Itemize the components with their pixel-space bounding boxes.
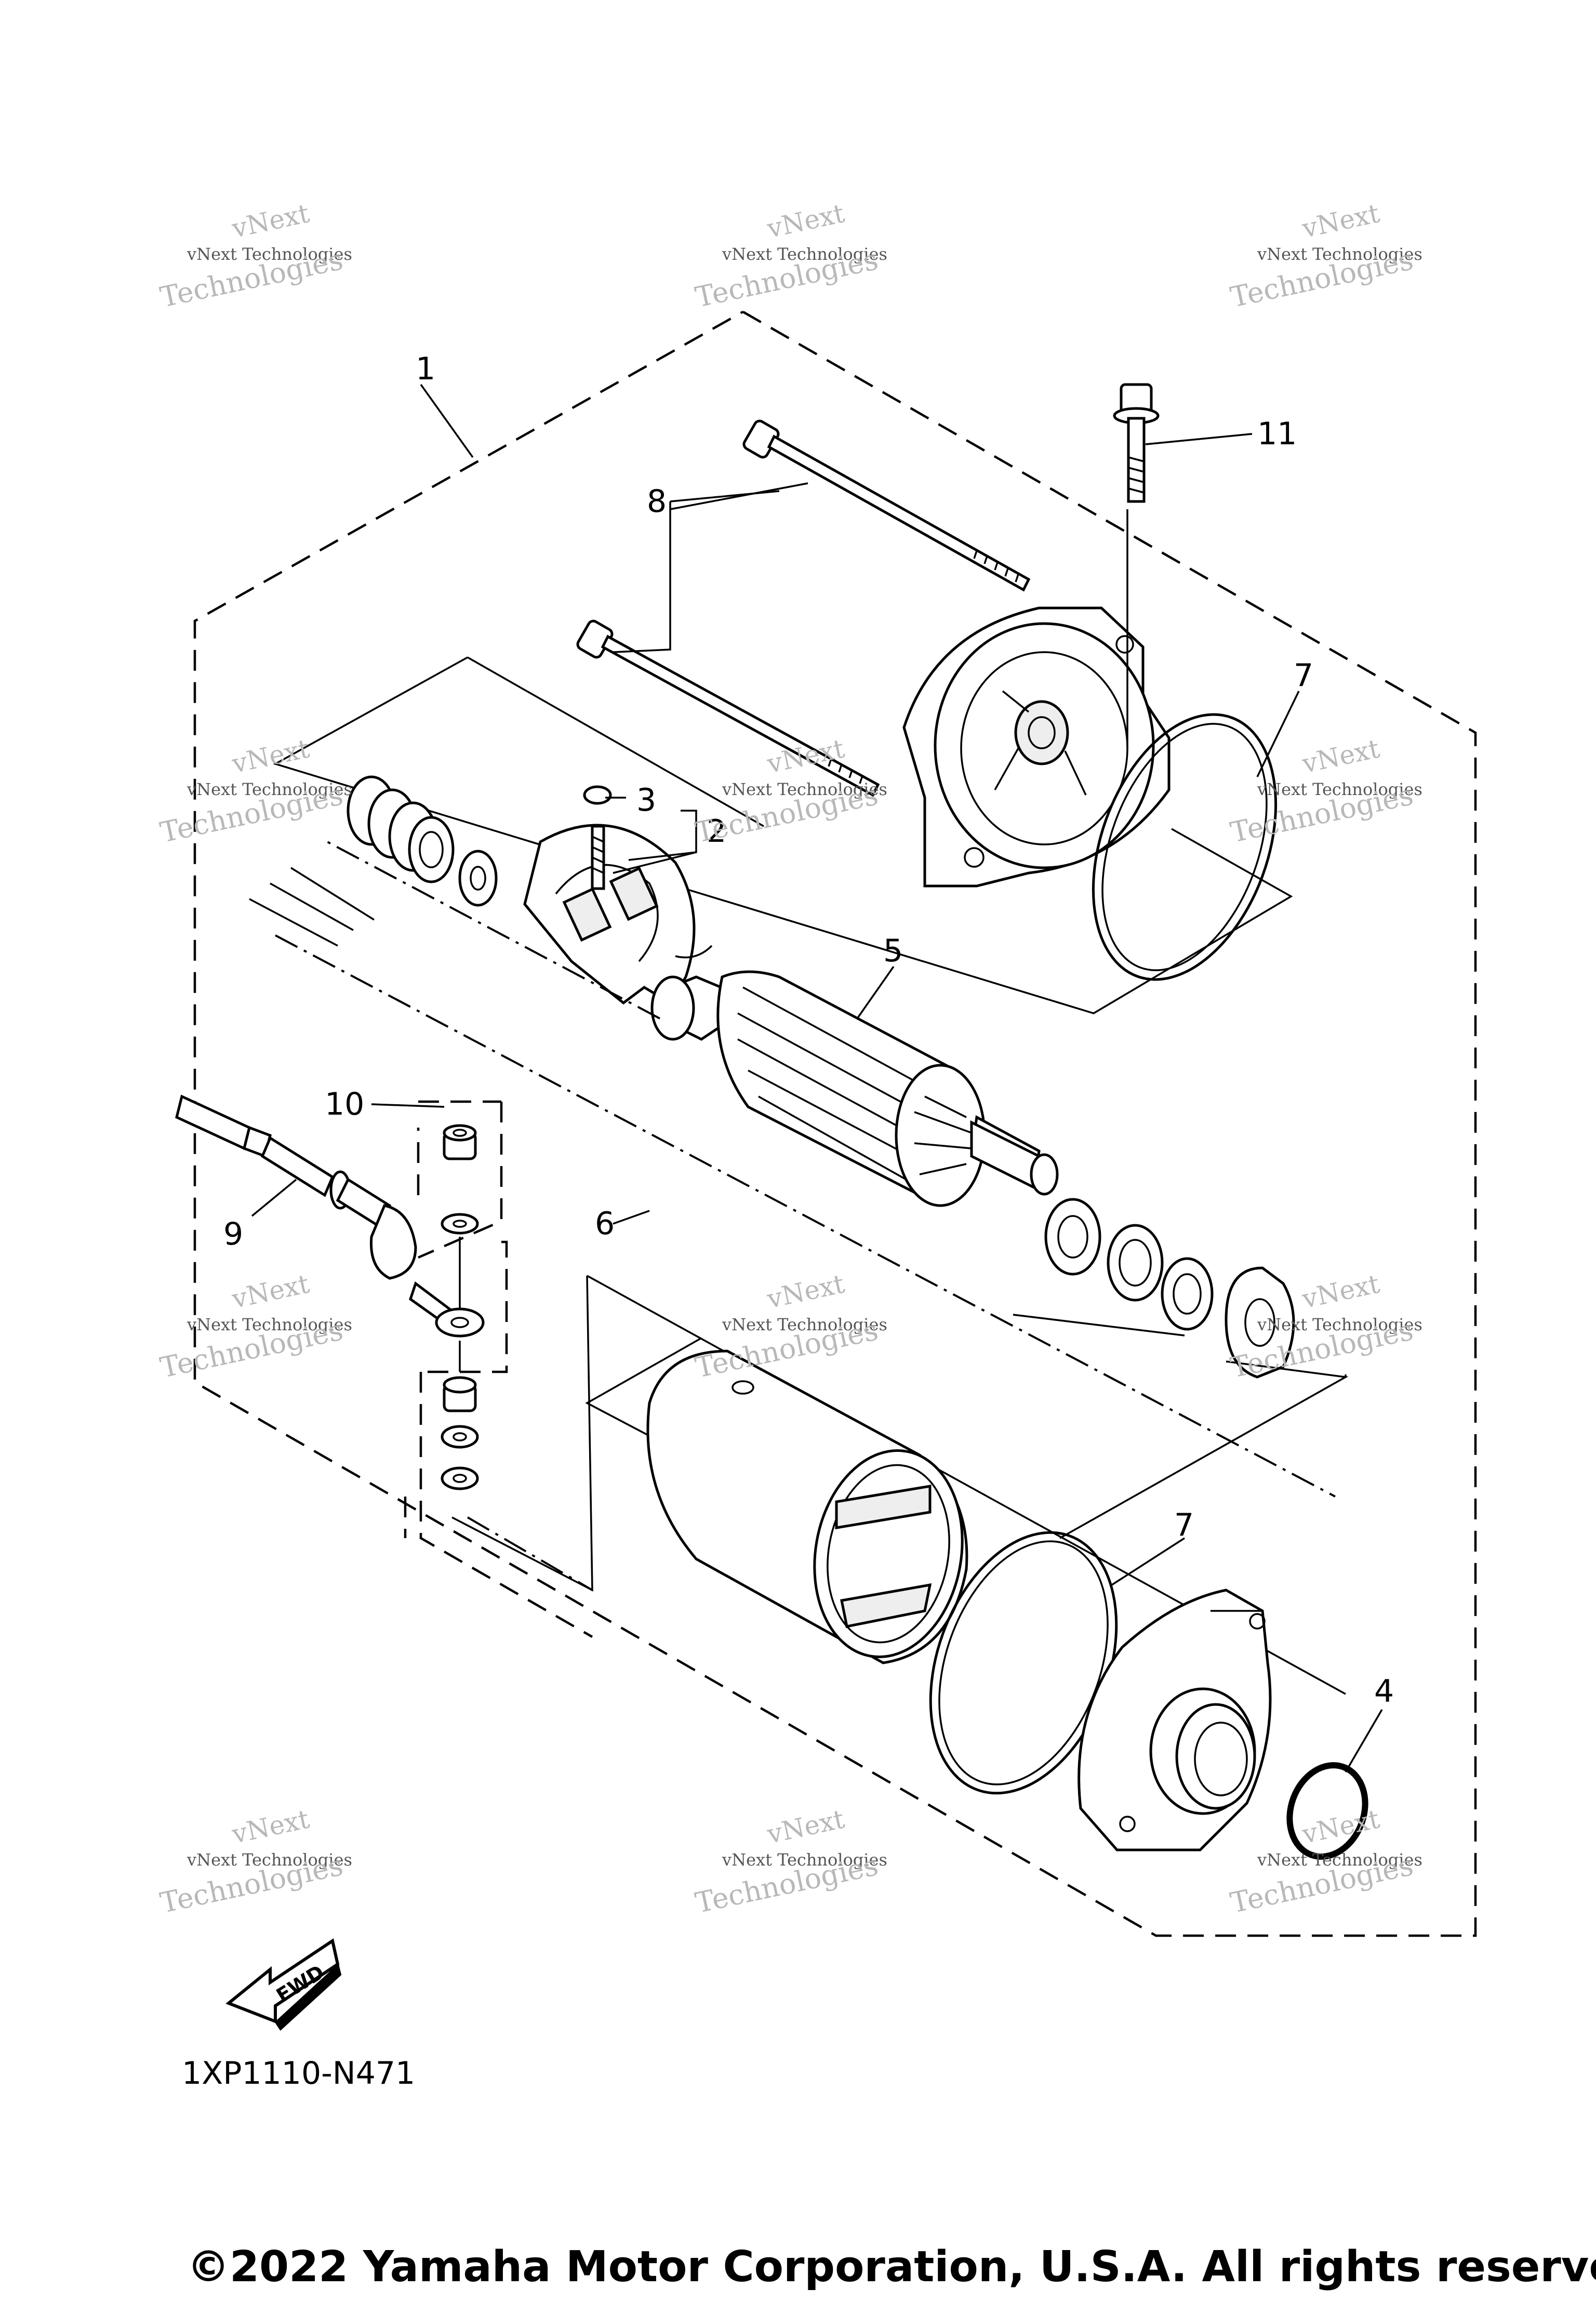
callout-6: 6 <box>595 1206 615 1242</box>
brush-spring-part <box>347 775 455 883</box>
fwd-arrow-icon: FWD <box>225 1938 342 2031</box>
yoke-group-outline <box>451 1275 593 1592</box>
callout-8: 8 <box>647 483 667 520</box>
watermark-line-1: vNext <box>764 1268 847 1314</box>
watermark-line-1: vNext <box>229 1268 312 1314</box>
through-bolt-upper <box>742 419 1031 592</box>
callout-1: 1 <box>416 351 435 387</box>
watermark-line-2: vNext Technologies <box>187 1315 352 1334</box>
rear-cover-part <box>1078 1589 1272 1851</box>
terminal-nut-lower <box>443 1376 477 1412</box>
watermark-line-1: vNext <box>1299 1268 1382 1314</box>
watermark-line-2: vNext Technologies <box>722 244 887 264</box>
thrust-washer-3 <box>1161 1257 1214 1331</box>
callout-4: 4 <box>1374 1673 1394 1710</box>
o-ring-upper <box>1092 713 1278 981</box>
callout-9: 9 <box>223 1216 243 1252</box>
watermark-line-2: vNext Technologies <box>722 779 887 799</box>
terminal-group-outline <box>418 1102 503 1259</box>
watermark-line-1: vNext <box>1299 198 1382 244</box>
o-ring-4-part <box>1286 1762 1368 1860</box>
watermark-line-2: vNext Technologies <box>1257 244 1422 264</box>
callout-5: 5 <box>883 933 903 969</box>
assembly-boundary <box>193 311 1477 1937</box>
watermark-line-2: vNext Technologies <box>1257 1850 1422 1870</box>
callout-3: 3 <box>636 782 656 818</box>
terminal-washer-lower-1 <box>441 1425 479 1449</box>
small-o-ring-part <box>583 785 612 805</box>
brush-group-outline <box>273 656 1293 1014</box>
front-cover-part <box>902 606 1171 888</box>
brush-holder-part <box>523 824 713 1005</box>
callout-11: 11 <box>1257 416 1297 452</box>
terminal-washer-upper <box>441 1213 479 1235</box>
yoke-part <box>646 1350 968 1664</box>
watermark-line-1: vNext <box>229 1804 312 1849</box>
watermark-line-1: vNext <box>229 733 312 779</box>
thrust-washer-1 <box>1044 1198 1101 1276</box>
washer-part <box>458 850 498 907</box>
armature-part <box>650 970 1059 1207</box>
callout-7-upper: 7 <box>1294 657 1313 694</box>
watermark-line-2: vNext Technologies <box>1257 779 1422 799</box>
watermark-line-2: vNext Technologies <box>1257 1315 1422 1334</box>
center-line-armature <box>327 841 660 1020</box>
lead-wire-part <box>175 1094 485 1338</box>
watermark-line-2: vNext Technologies <box>187 779 352 799</box>
terminal-washer-lower-2 <box>441 1466 479 1490</box>
watermark-line-1: vNext <box>764 198 847 244</box>
thrust-washer-2 <box>1107 1224 1164 1302</box>
watermark-line-1: vNext <box>764 1804 847 1849</box>
watermark-line-2: vNext Technologies <box>722 1850 887 1870</box>
leader-lines <box>251 383 1383 1772</box>
callout-7-lower: 7 <box>1174 1507 1194 1543</box>
watermark-line-2: vNext Technologies <box>722 1315 887 1334</box>
through-bolt-lower <box>576 619 880 797</box>
callout-2: 2 <box>707 813 726 850</box>
lock-plate-part <box>1225 1266 1295 1379</box>
watermark-line-1: vNext <box>1299 733 1382 779</box>
diagram-code: 1XP1110-N471 <box>182 2055 415 2092</box>
watermark-line-2: vNext Technologies <box>187 244 352 264</box>
watermark-line-1: vNext <box>229 198 312 244</box>
flange-bolt-part <box>1113 383 1160 503</box>
terminal-nut-upper <box>443 1124 477 1160</box>
watermark-line-2: vNext Technologies <box>187 1850 352 1870</box>
watermark-line-1: vNext <box>1299 1804 1382 1849</box>
copyright-notice: ©2022 Yamaha Motor Corporation, U.S.A. A… <box>187 2242 1596 2292</box>
callout-10: 10 <box>325 1086 364 1122</box>
